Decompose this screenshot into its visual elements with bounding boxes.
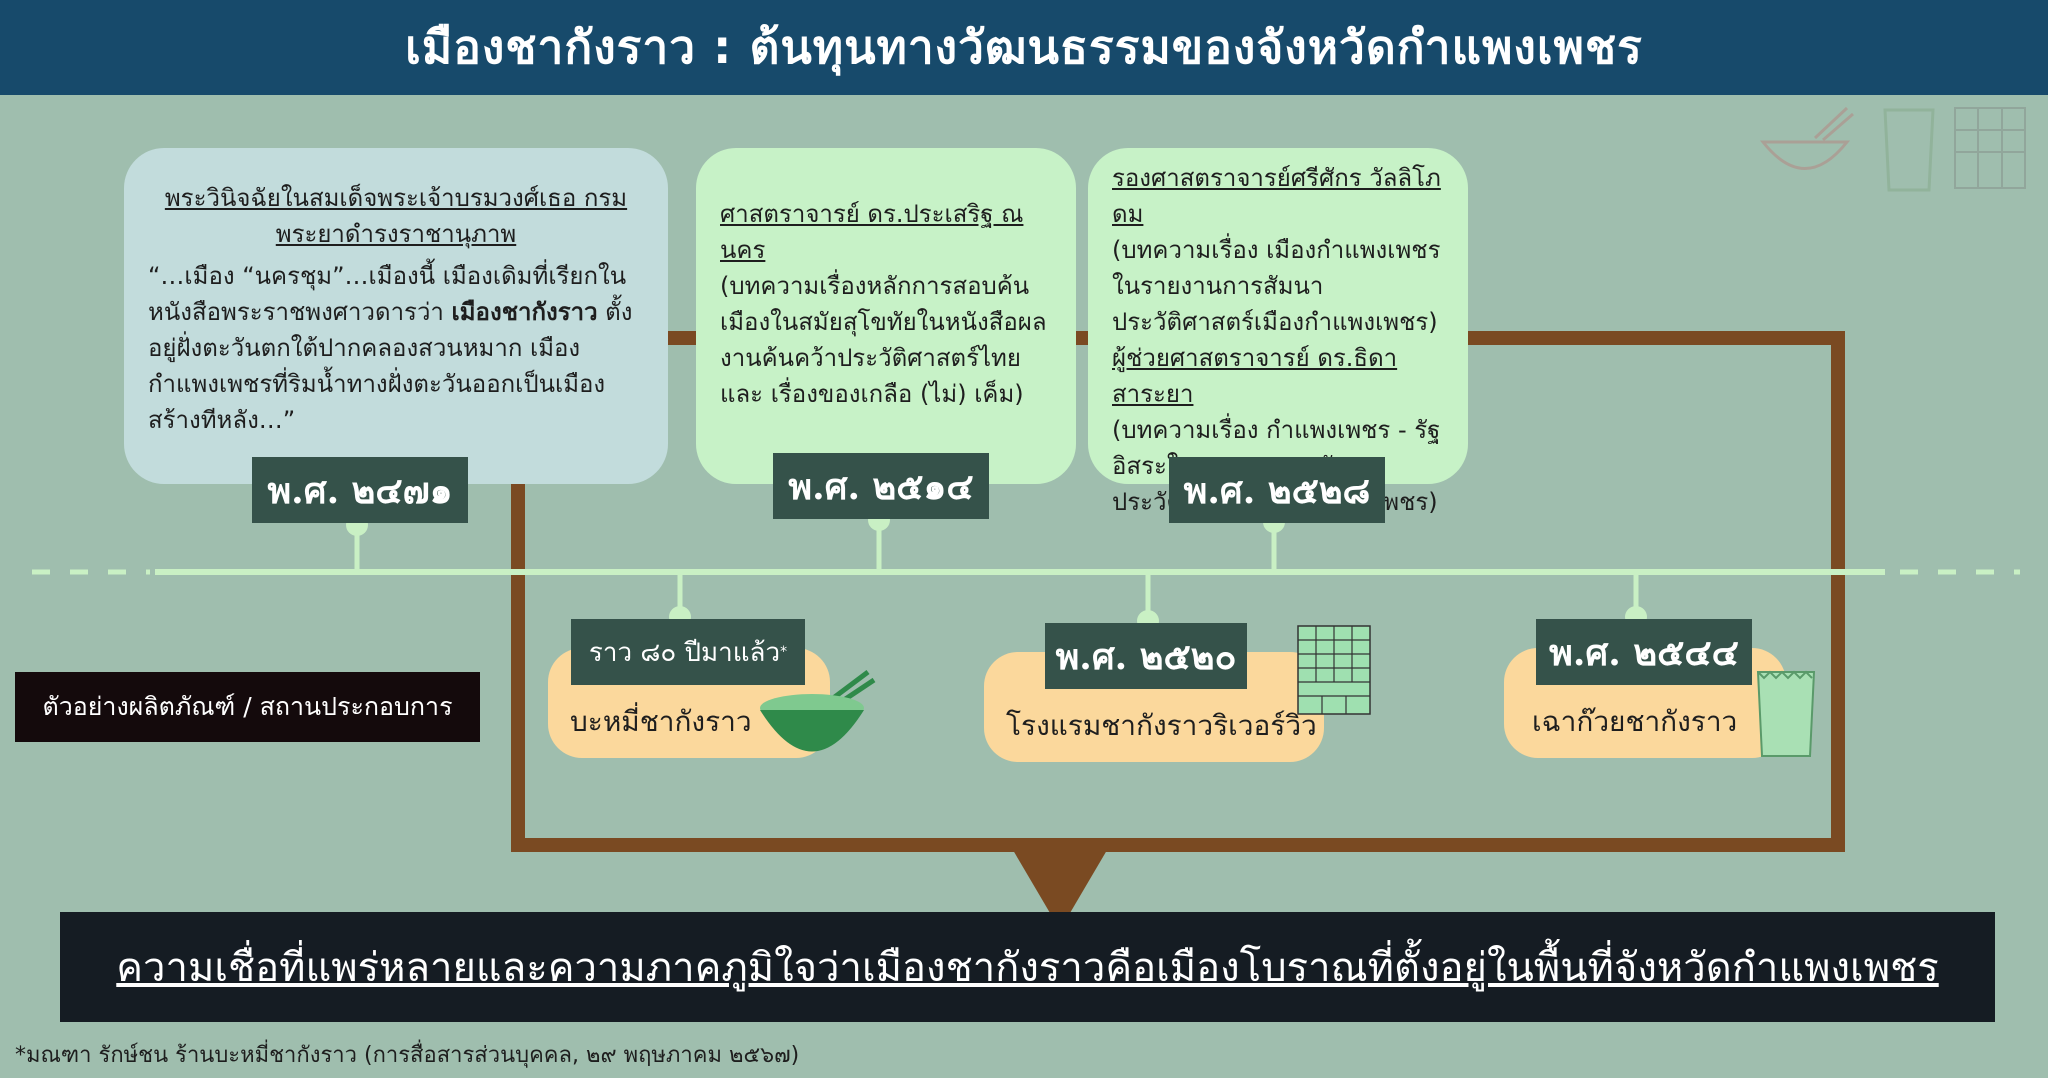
- watermark-icons: [1759, 106, 2026, 192]
- connector-frame: [511, 331, 1845, 852]
- year-label-80-years: ราว ๘๐ ปีมาแล้ว*: [571, 619, 805, 685]
- event-card-2471: พระวินิจฉัยในสมเด็จพระเจ้าบรมวงศ์เธอ กรม…: [124, 148, 668, 484]
- year-label-2471: พ.ศ. ๒๔๗๑: [252, 457, 468, 523]
- card-author: ศาสตราจารย์ ดร.ประเสริฐ ณ นคร: [720, 200, 1024, 264]
- year-label-2544: พ.ศ. ๒๕๔๔: [1536, 619, 1752, 685]
- noodle-bowl-watermark-icon: [1759, 106, 1854, 170]
- event-card-2514: ศาสตราจารย์ ดร.ประเสริฐ ณ นคร (บทความเรื…: [696, 148, 1076, 484]
- year-label-2528: พ.ศ. ๒๕๒๘: [1169, 457, 1385, 523]
- noodle-bowl-icon: [760, 670, 876, 752]
- hotel-building-watermark-icon: [1954, 107, 2026, 189]
- year-label-2514: พ.ศ. ๒๕๑๔: [773, 453, 989, 519]
- snack-bag-watermark-icon: [1883, 108, 1935, 192]
- card-author-2: ผู้ช่วยศาสตราจารย์ ดร.ธิดา สาระยา: [1112, 344, 1398, 408]
- conclusion-banner: ความเชื่อที่แพร่หลายและความภาคภูมิใจว่าเ…: [60, 912, 1995, 1022]
- product-label: บะหมี่ชากังราว: [570, 705, 752, 738]
- year-label-2520: พ.ศ. ๒๕๒๐: [1045, 623, 1247, 689]
- product-label: เฉาก๊วยชากังราว: [1532, 705, 1738, 738]
- product-label: โรงแรมชากังราวริเวอร์วิว: [1006, 709, 1317, 742]
- legend-label: ตัวอย่างผลิตภัณฑ์ / สถานประกอบการ: [15, 672, 480, 742]
- footnote: *มณฑา รักษ์ชน ร้านบะหมี่ชากังราว (การสื่…: [15, 1043, 800, 1068]
- connector-arrow: [1010, 845, 1110, 930]
- snack-bag-icon: [1756, 670, 1816, 757]
- card-author: พระวินิจฉัยในสมเด็จพระเจ้าบรมวงศ์เธอ กรม…: [164, 184, 628, 248]
- event-card-2528: รองศาสตราจารย์ศรีศักร วัลลิโภดม (บทความเ…: [1088, 148, 1468, 516]
- card-text-1: (บทความเรื่อง เมืองกำแพงเพชร ในรายงานการ…: [1112, 236, 1441, 336]
- hotel-building-icon: [1297, 625, 1371, 715]
- card-text: (บทความเรื่องหลักการสอบค้นเมืองในสมัยสุโ…: [720, 272, 1047, 408]
- page-title: เมืองชากังราว : ต้นทุนทางวัฒนธรรมของจังห…: [0, 0, 2048, 95]
- card-author-1: รองศาสตราจารย์ศรีศักร วัลลิโภดม: [1112, 164, 1441, 228]
- card-quote: “…เมือง “นครชุม”…เมืองนี้ เมืองเดิมที่เร…: [148, 262, 633, 434]
